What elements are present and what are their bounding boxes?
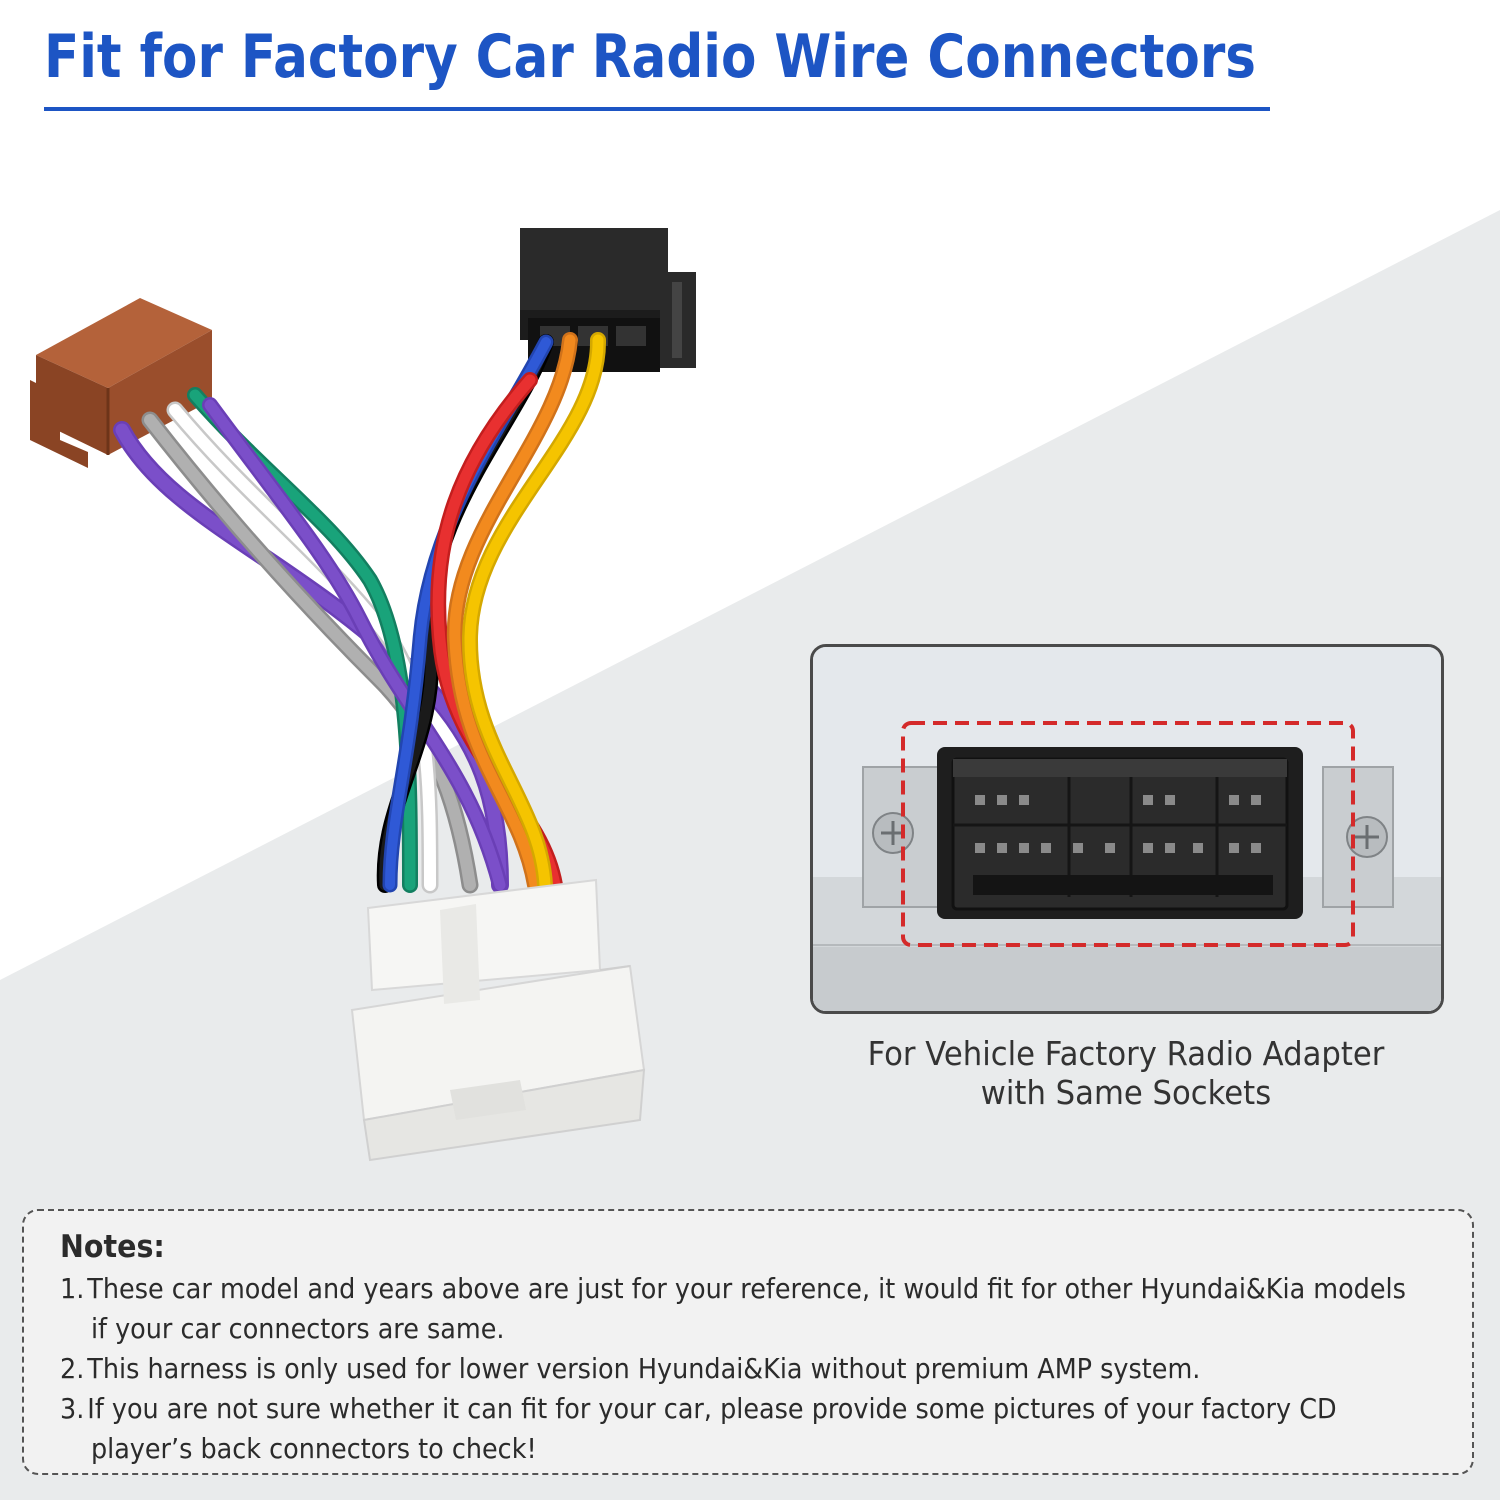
notes-box: Notes: 1. These car model and years abov… — [22, 1209, 1474, 1475]
wire-bundle-right — [376, 332, 607, 893]
note-number: 3. — [60, 1392, 85, 1425]
note-item: 2. This harness is only used for lower v… — [60, 1349, 1489, 1389]
note-item: 1. These car model and years above are j… — [60, 1269, 1489, 1349]
note-text-line: if your car connectors are same. — [90, 1312, 505, 1345]
black-iso-connector — [520, 228, 696, 372]
title-underline — [44, 107, 1270, 111]
caption-line-1: For Vehicle Factory Radio Adapter — [867, 1034, 1385, 1073]
inset-caption: For Vehicle Factory Radio Adapter with S… — [832, 1034, 1420, 1112]
factory-socket-inset — [810, 644, 1444, 1014]
brown-iso-connector — [30, 298, 212, 468]
note-text-line: These car model and years above are just… — [87, 1272, 1406, 1305]
note-item: 3. If you are not sure whether it can fi… — [60, 1389, 1489, 1469]
white-oem-connector — [350, 878, 646, 1162]
note-text-line: If you are not sure whether it can fit f… — [87, 1392, 1337, 1425]
factory-socket-image — [813, 647, 1441, 1011]
page-title: Fit for Factory Car Radio Wire Connector… — [44, 22, 1257, 92]
socket-highlight — [901, 721, 1355, 947]
notes-title: Notes: — [60, 1229, 165, 1265]
wire-bundle-left — [113, 387, 509, 894]
note-text-line: This harness is only used for lower vers… — [87, 1352, 1201, 1385]
notes-list: 1. These car model and years above are j… — [60, 1269, 1460, 1469]
note-text-line: player’s back connectors to check! — [90, 1432, 537, 1465]
note-number: 1. — [60, 1272, 85, 1305]
note-number: 2. — [60, 1352, 85, 1385]
wiring-harness-image — [30, 228, 696, 1162]
caption-line-2: with Same Sockets — [980, 1073, 1272, 1112]
